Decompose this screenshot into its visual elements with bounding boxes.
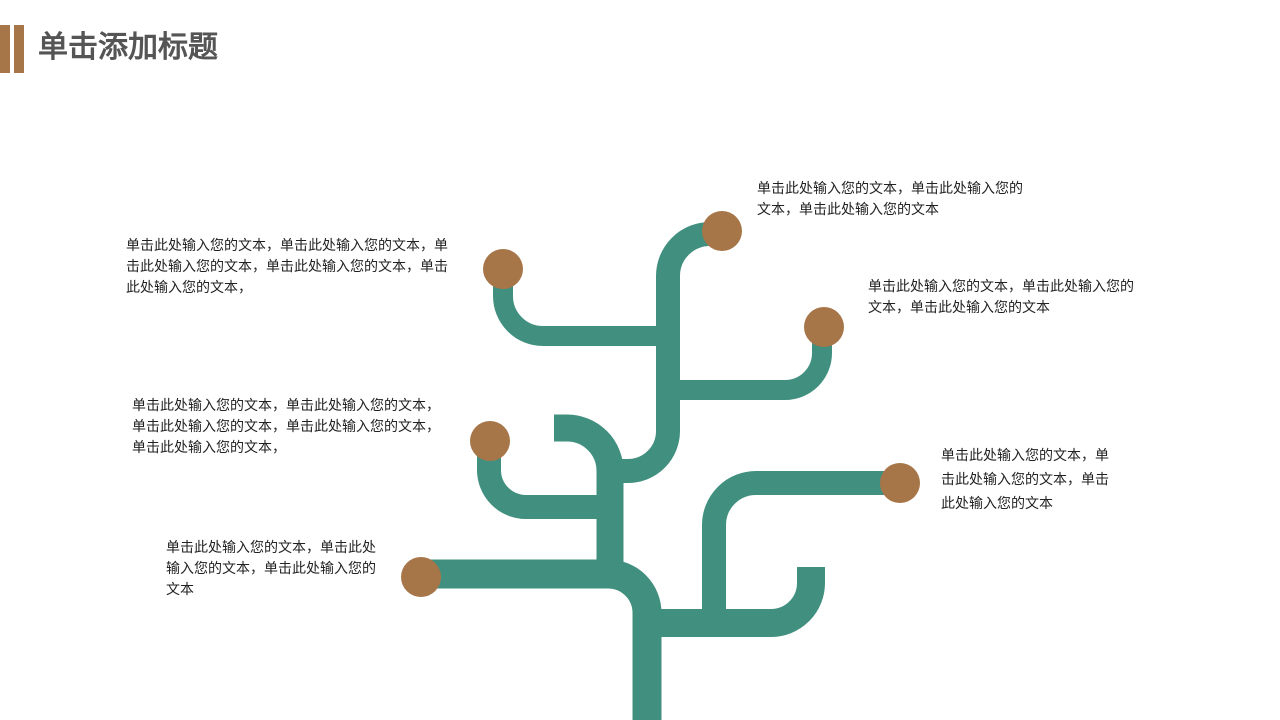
text-line: 输入您的文本，单击此处输入您的: [166, 561, 376, 577]
text-line: 单击此处输入您的文本，单击此处输入您的文本，单: [126, 238, 448, 254]
text-line: 单击此处输入您的文本，: [132, 440, 286, 456]
node-top: [702, 211, 742, 251]
branch-lower-right: [702, 471, 900, 623]
text-block-mid-left[interactable]: 单击此处输入您的文本，单击此处输入您的文本， 单击此处输入您的文本，单击此处输入…: [132, 396, 440, 459]
node-upper-left: [483, 249, 523, 289]
text-line: 击此处输入您的文本，单击此处输入您的文本，单击: [126, 259, 448, 275]
text-line: 击此处输入您的文本，单击: [941, 472, 1109, 488]
text-line: 文本: [166, 582, 194, 598]
text-block-mid-right[interactable]: 单击此处输入您的文本，单击此处输入您的 文本，单击此处输入您的文本: [868, 277, 1134, 319]
branch-bottom-right: [647, 567, 825, 637]
slide-title[interactable]: 单击添加标题: [38, 30, 218, 65]
branch-upper-left: [493, 269, 668, 346]
text-line: 文本，单击此处输入您的文本: [757, 202, 939, 218]
text-line: 单击此处输入您的文本，单击此处输入您的文本，: [132, 398, 440, 414]
trunk-lower: [421, 559, 662, 720]
node-mid-left: [470, 421, 510, 461]
text-block-top-right[interactable]: 单击此处输入您的文本，单击此处输入您的 文本，单击此处输入您的文本: [757, 179, 1023, 221]
text-line: 文本，单击此处输入您的文本: [868, 300, 1050, 316]
node-lower-left: [401, 557, 441, 597]
text-block-lower-right[interactable]: 单击此处输入您的文本，单 击此处输入您的文本，单击 此处输入您的文本: [941, 444, 1109, 516]
trunk-middle: [554, 414, 624, 574]
trunk-upper: [610, 222, 722, 483]
text-line: 单击此处输入您的文本，单击此处输入您的: [757, 181, 1023, 197]
text-line: 单击此处输入您的文本，单: [941, 448, 1109, 464]
text-line: 此处输入您的文本: [941, 496, 1053, 512]
title-accent-bar: [14, 25, 24, 73]
node-lower-right: [880, 463, 920, 503]
branch-mid-left: [477, 441, 610, 519]
text-block-lower-left[interactable]: 单击此处输入您的文本，单击此处 输入您的文本，单击此处输入您的 文本: [166, 538, 376, 601]
text-line: 此处输入您的文本，: [126, 280, 252, 296]
text-line: 单击此处输入您的文本，单击此处输入您的: [868, 279, 1134, 295]
text-line: 单击此处输入您的文本，单击此处: [166, 540, 376, 556]
text-line: 单击此处输入您的文本，单击此处输入您的文本，: [132, 419, 440, 435]
title-accent-bar: [0, 25, 10, 73]
text-block-top-left[interactable]: 单击此处输入您的文本，单击此处输入您的文本，单 击此处输入您的文本，单击此处输入…: [126, 236, 448, 299]
node-upper-right: [804, 307, 844, 347]
branch-upper-right: [668, 327, 832, 400]
